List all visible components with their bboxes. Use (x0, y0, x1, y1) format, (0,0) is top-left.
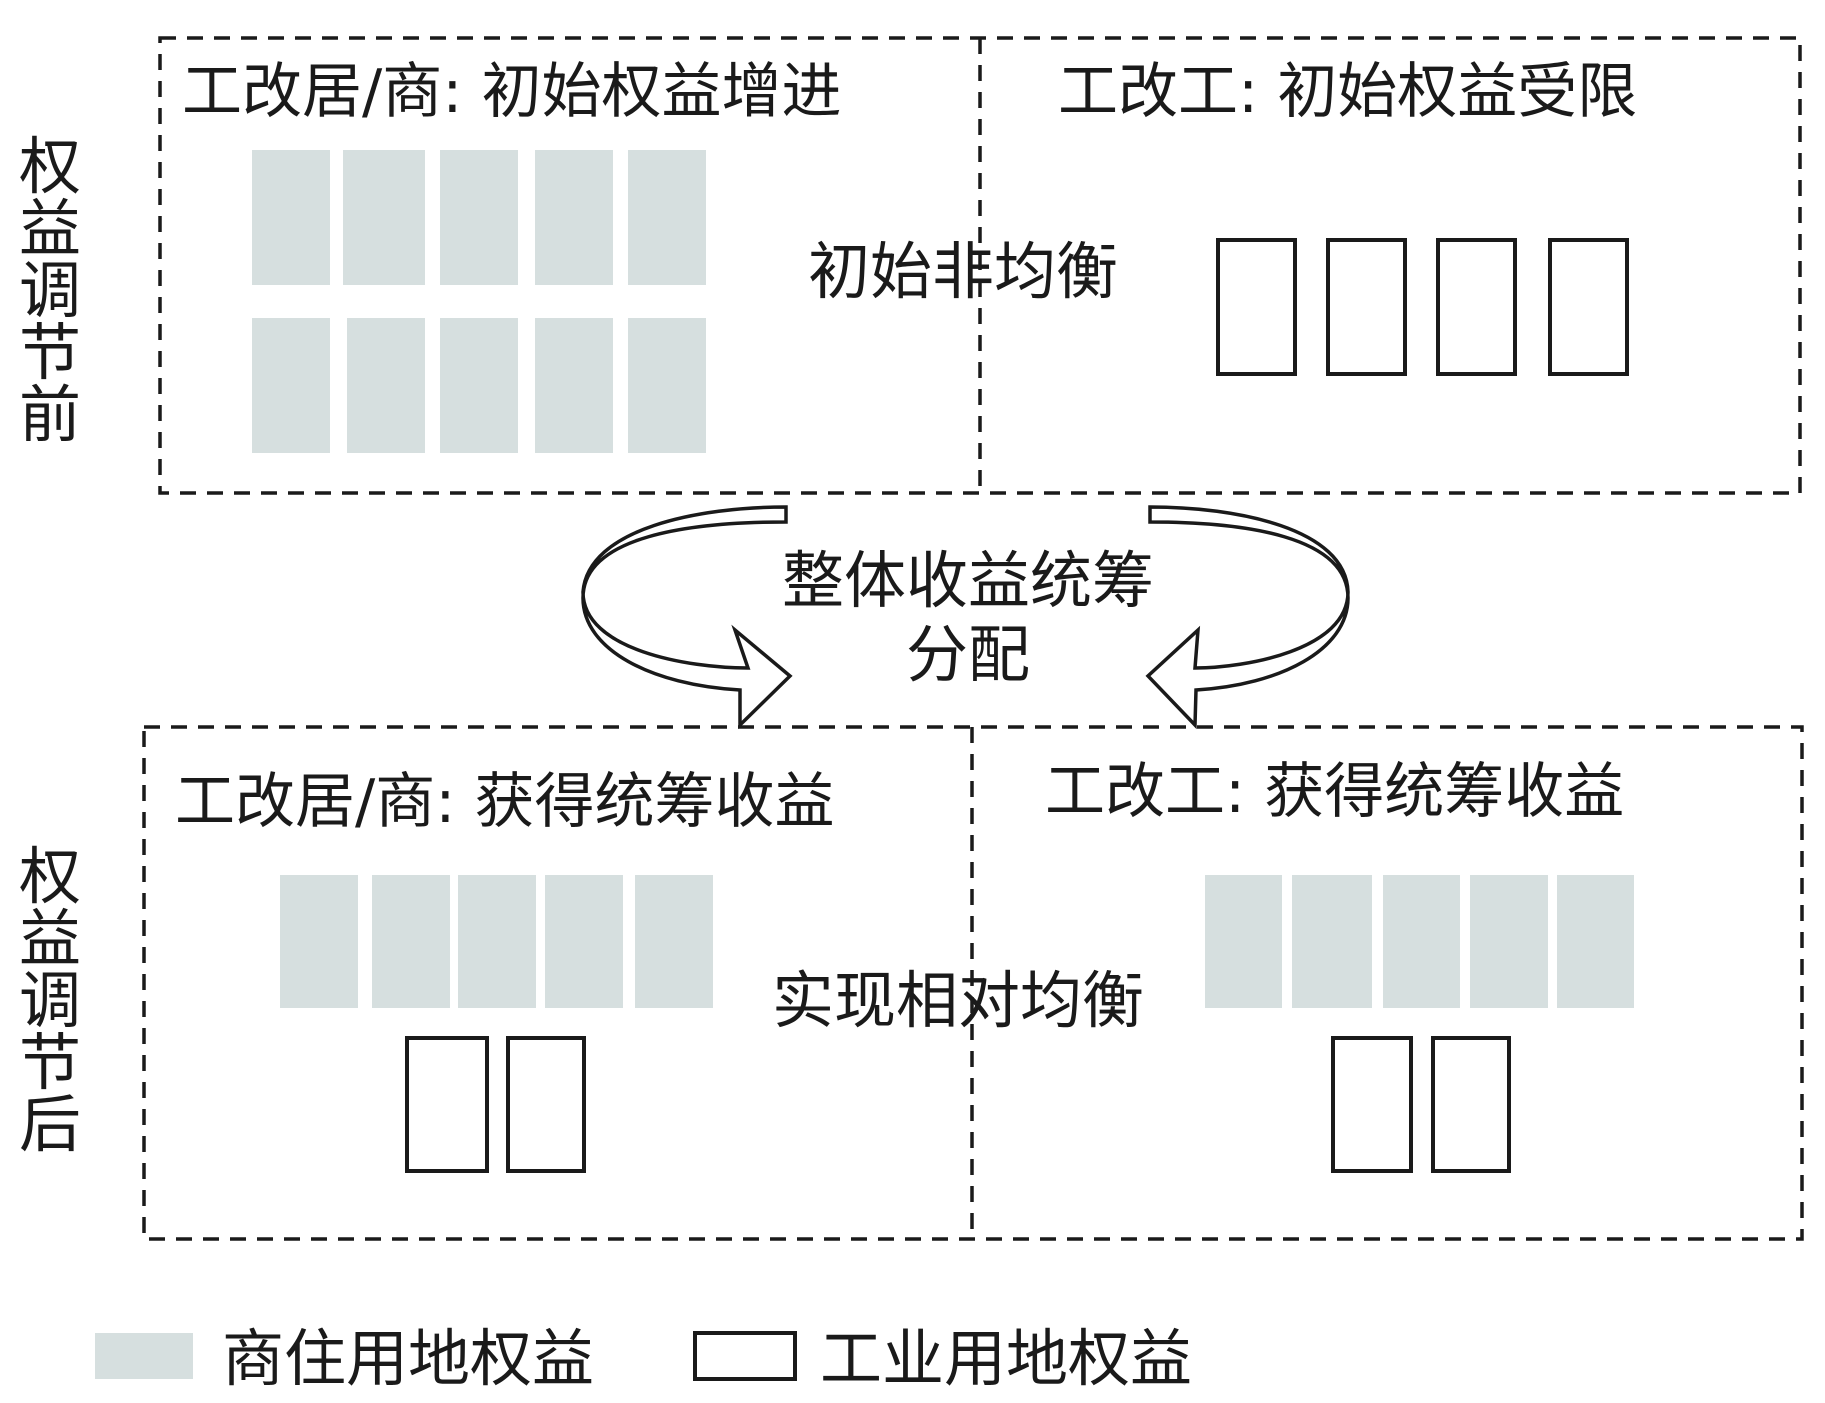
after-right-title: 工改工: 获得统筹收益 (1045, 757, 1624, 827)
commercial-block (440, 318, 518, 453)
after-side-char: 调 (19, 964, 81, 1037)
commercial-block (372, 875, 450, 1008)
before-panel: 工改居/商: 初始权益增进 工改工: 初始权益受限 初始非均衡 (158, 36, 1802, 495)
legend: 商住用地权益 工业用地权益 (95, 1322, 1192, 1395)
redistribution-cycle: 整体收益统筹 分配 (581, 505, 1350, 730)
industrial-block (1326, 238, 1407, 376)
before-commercial-blocks (252, 150, 706, 453)
after-side-char: 益 (19, 902, 81, 975)
before-side-char: 益 (19, 192, 81, 265)
commercial-block (347, 318, 425, 453)
after-right-industrial-blocks (1331, 1036, 1511, 1173)
before-left-title: 工改居/商: 初始权益增进 (182, 57, 842, 127)
legend-industrial-swatch (693, 1331, 797, 1381)
legend-commercial-swatch (95, 1333, 193, 1379)
legend-commercial-label: 商住用地权益 (222, 1322, 594, 1395)
commercial-block (1205, 875, 1282, 1008)
middle-label-line2: 分配 (906, 618, 1030, 691)
commercial-block (535, 318, 613, 453)
industrial-block (506, 1036, 586, 1173)
commercial-block (628, 318, 706, 453)
commercial-block (1292, 875, 1372, 1008)
commercial-block (1383, 875, 1460, 1008)
commercial-block (535, 150, 613, 285)
commercial-block (440, 150, 518, 285)
commercial-block (628, 150, 706, 285)
commercial-block (1470, 875, 1548, 1008)
before-side-char: 调 (19, 254, 81, 327)
after-right-commercial-blocks (1205, 875, 1634, 1008)
after-frame (142, 725, 1804, 1241)
after-side-char: 节 (19, 1026, 81, 1099)
before-right-title: 工改工: 初始权益受限 (1058, 57, 1637, 127)
before-industrial-blocks (1216, 238, 1629, 376)
legend-industrial-label: 工业用地权益 (820, 1322, 1192, 1395)
commercial-block (252, 150, 330, 285)
after-side-char: 后 (19, 1088, 81, 1161)
industrial-block (405, 1036, 489, 1173)
after-panel: 工改居/商: 获得统筹收益 工改工: 获得统筹收益 实现相对均衡 (142, 725, 1804, 1241)
commercial-block (343, 150, 425, 285)
after-center-label: 实现相对均衡 (772, 964, 1144, 1037)
after-side-label: 权 益 调 节 后 (19, 840, 81, 1161)
commercial-block (635, 875, 713, 1008)
before-side-char: 节 (19, 316, 81, 389)
industrial-block (1331, 1036, 1413, 1173)
industrial-block (1436, 238, 1517, 376)
before-center-label: 初始非均衡 (808, 235, 1118, 308)
after-left-title: 工改居/商: 获得统筹收益 (175, 767, 835, 837)
right-cycle-arrow-icon (1145, 505, 1350, 730)
after-left-commercial-blocks (280, 875, 713, 1008)
commercial-block (458, 875, 536, 1008)
middle-label-line1: 整体收益统筹 (782, 544, 1154, 617)
after-left-industrial-blocks (405, 1036, 586, 1173)
before-side-label: 权 益 调 节 前 (19, 130, 81, 451)
before-side-char: 权 (19, 130, 81, 203)
industrial-block (1548, 238, 1629, 376)
commercial-block (280, 875, 358, 1008)
before-side-char: 前 (19, 378, 81, 451)
after-side-char: 权 (19, 840, 81, 913)
left-cycle-arrow-icon (581, 505, 793, 730)
industrial-block (1431, 1036, 1511, 1173)
commercial-block (545, 875, 623, 1008)
commercial-block (252, 318, 330, 453)
industrial-block (1216, 238, 1297, 376)
commercial-block (1557, 875, 1634, 1008)
